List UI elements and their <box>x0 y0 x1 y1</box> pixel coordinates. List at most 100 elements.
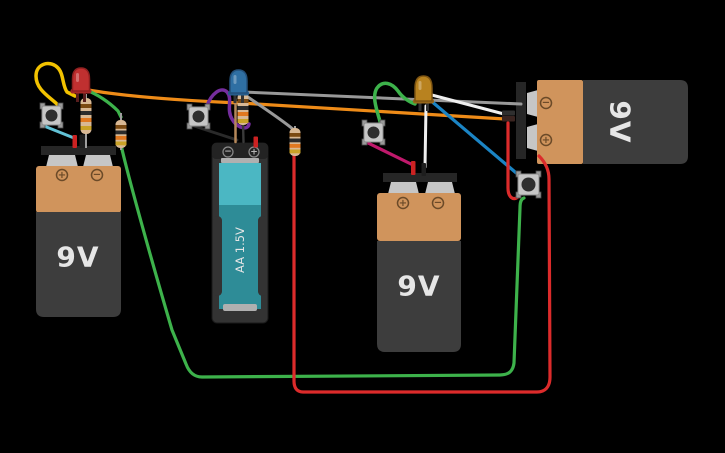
wire-white-diagonal[interactable] <box>426 92 506 116</box>
battery-body-bottom <box>377 241 461 352</box>
battery-body-top <box>537 80 583 164</box>
aa-cell-top <box>219 163 261 205</box>
resistor-band-black <box>237 106 249 110</box>
led-lead <box>83 92 86 102</box>
black-terminal-lead[interactable] <box>421 163 427 176</box>
resistor-band-gold <box>80 126 92 130</box>
wire-green-loop[interactable] <box>372 81 417 127</box>
battery-body-bottom <box>583 80 688 164</box>
wire-end-connector[interactable] <box>502 116 515 122</box>
battery-9v-middle-label: 9V <box>397 270 440 303</box>
red-led[interactable] <box>70 67 92 102</box>
battery-body-top <box>377 193 461 241</box>
aa-contact-strip <box>221 158 259 163</box>
led-lead <box>426 102 429 111</box>
battery-terminal-cap <box>388 182 419 194</box>
battery-terminal-cap <box>527 124 538 151</box>
resistor-band-gold <box>289 149 301 154</box>
plus-terminal-symbol: + <box>250 148 258 158</box>
wire-green-long[interactable] <box>119 143 526 379</box>
red-terminal-lead[interactable] <box>411 161 416 175</box>
plus-terminal-symbol: + <box>58 170 66 181</box>
pushbuttons-layer <box>39 102 542 199</box>
minus-terminal-symbol: − <box>224 147 232 157</box>
plus-terminal-icon <box>539 133 553 147</box>
pushbutton-2[interactable] <box>186 103 211 130</box>
resistor-band-orange <box>80 118 92 122</box>
minus-terminal-symbol: − <box>93 170 101 181</box>
battery-terminal-strip <box>383 173 457 182</box>
red-terminal-lead[interactable] <box>253 136 259 148</box>
button-cap <box>367 126 380 139</box>
blue-led[interactable] <box>228 69 249 103</box>
battery-9v-middle[interactable]: + − 9V <box>377 173 461 352</box>
minus-terminal-icon <box>431 196 445 210</box>
black-terminal-lead[interactable] <box>79 134 86 149</box>
resistor-3[interactable] <box>289 126 301 156</box>
resistor-band-black <box>289 138 301 143</box>
led-lead <box>76 92 79 102</box>
battery-terminal-strip <box>516 82 526 159</box>
led-highlight <box>76 73 79 82</box>
led-lead <box>241 94 244 103</box>
battery-body-top <box>36 166 121 213</box>
led-dome <box>71 67 91 92</box>
led-highlight <box>418 81 422 90</box>
wire-white-vertical[interactable] <box>423 104 428 169</box>
battery-body-bottom <box>36 212 121 317</box>
led-highlight <box>233 75 237 84</box>
resistor-band-black <box>80 111 92 115</box>
aa-contact-strip <box>223 304 257 311</box>
wire-yellow-loop[interactable] <box>34 61 77 107</box>
wire-blue-diagonal[interactable] <box>428 98 523 179</box>
led-dome <box>414 75 433 102</box>
resistor-band-orange <box>289 144 301 148</box>
plus-terminal-symbol: + <box>542 135 550 146</box>
minus-terminal-icon <box>222 146 234 158</box>
battery-aa-label: AA 1.5V <box>233 227 247 273</box>
resistor-band-gold <box>237 119 249 123</box>
wire-red-long[interactable] <box>292 154 552 394</box>
resistor-band-gold <box>115 141 127 146</box>
plus-terminal-icon <box>396 196 410 210</box>
aa-holder-top <box>212 143 268 159</box>
battery-terminal-strip <box>41 146 116 155</box>
resistor-band-orange <box>237 112 249 116</box>
wire-cyan[interactable] <box>42 124 76 140</box>
aa-cell-body <box>219 205 261 309</box>
minus-terminal-symbol: − <box>542 98 550 109</box>
button-cap <box>45 109 58 122</box>
button-cap <box>192 110 205 123</box>
battery-9v-right-label: 9V <box>604 100 637 143</box>
battery-terminal-cap <box>527 90 538 117</box>
pushbutton-1[interactable] <box>39 102 64 129</box>
battery-9v-left-label: 9V <box>56 241 99 274</box>
amber-led[interactable] <box>413 75 434 111</box>
resistor-4[interactable] <box>115 113 127 150</box>
resistor-band-black <box>115 130 127 135</box>
resistor-1[interactable] <box>80 94 92 148</box>
pushbutton-3[interactable] <box>361 119 386 146</box>
wire-gray-short[interactable] <box>243 93 296 132</box>
wire-black[interactable] <box>189 123 239 142</box>
resistor-band-brown <box>80 104 92 108</box>
red-terminal-lead[interactable] <box>72 135 78 148</box>
pushbutton-4[interactable] <box>515 170 542 199</box>
wire-magenta[interactable] <box>364 140 415 167</box>
plus-terminal-icon <box>55 168 69 182</box>
terminal-leads <box>72 110 515 176</box>
resistor-band-brown <box>289 133 301 137</box>
wire-gray-long[interactable] <box>241 90 523 106</box>
resistor-band-orange <box>115 136 127 140</box>
battery-9v-right[interactable]: − + 9V <box>516 80 688 164</box>
resistor-band-brown <box>115 125 127 129</box>
battery-aa[interactable]: − + AA 1.5V <box>211 142 269 324</box>
minus-terminal-icon <box>539 96 553 110</box>
battery-terminal-cap <box>83 155 113 167</box>
led-lead <box>418 102 422 111</box>
button-cap <box>521 177 536 192</box>
battery-9v-left[interactable]: + − 9V <box>36 146 121 317</box>
wire-end-connector[interactable] <box>502 110 515 116</box>
